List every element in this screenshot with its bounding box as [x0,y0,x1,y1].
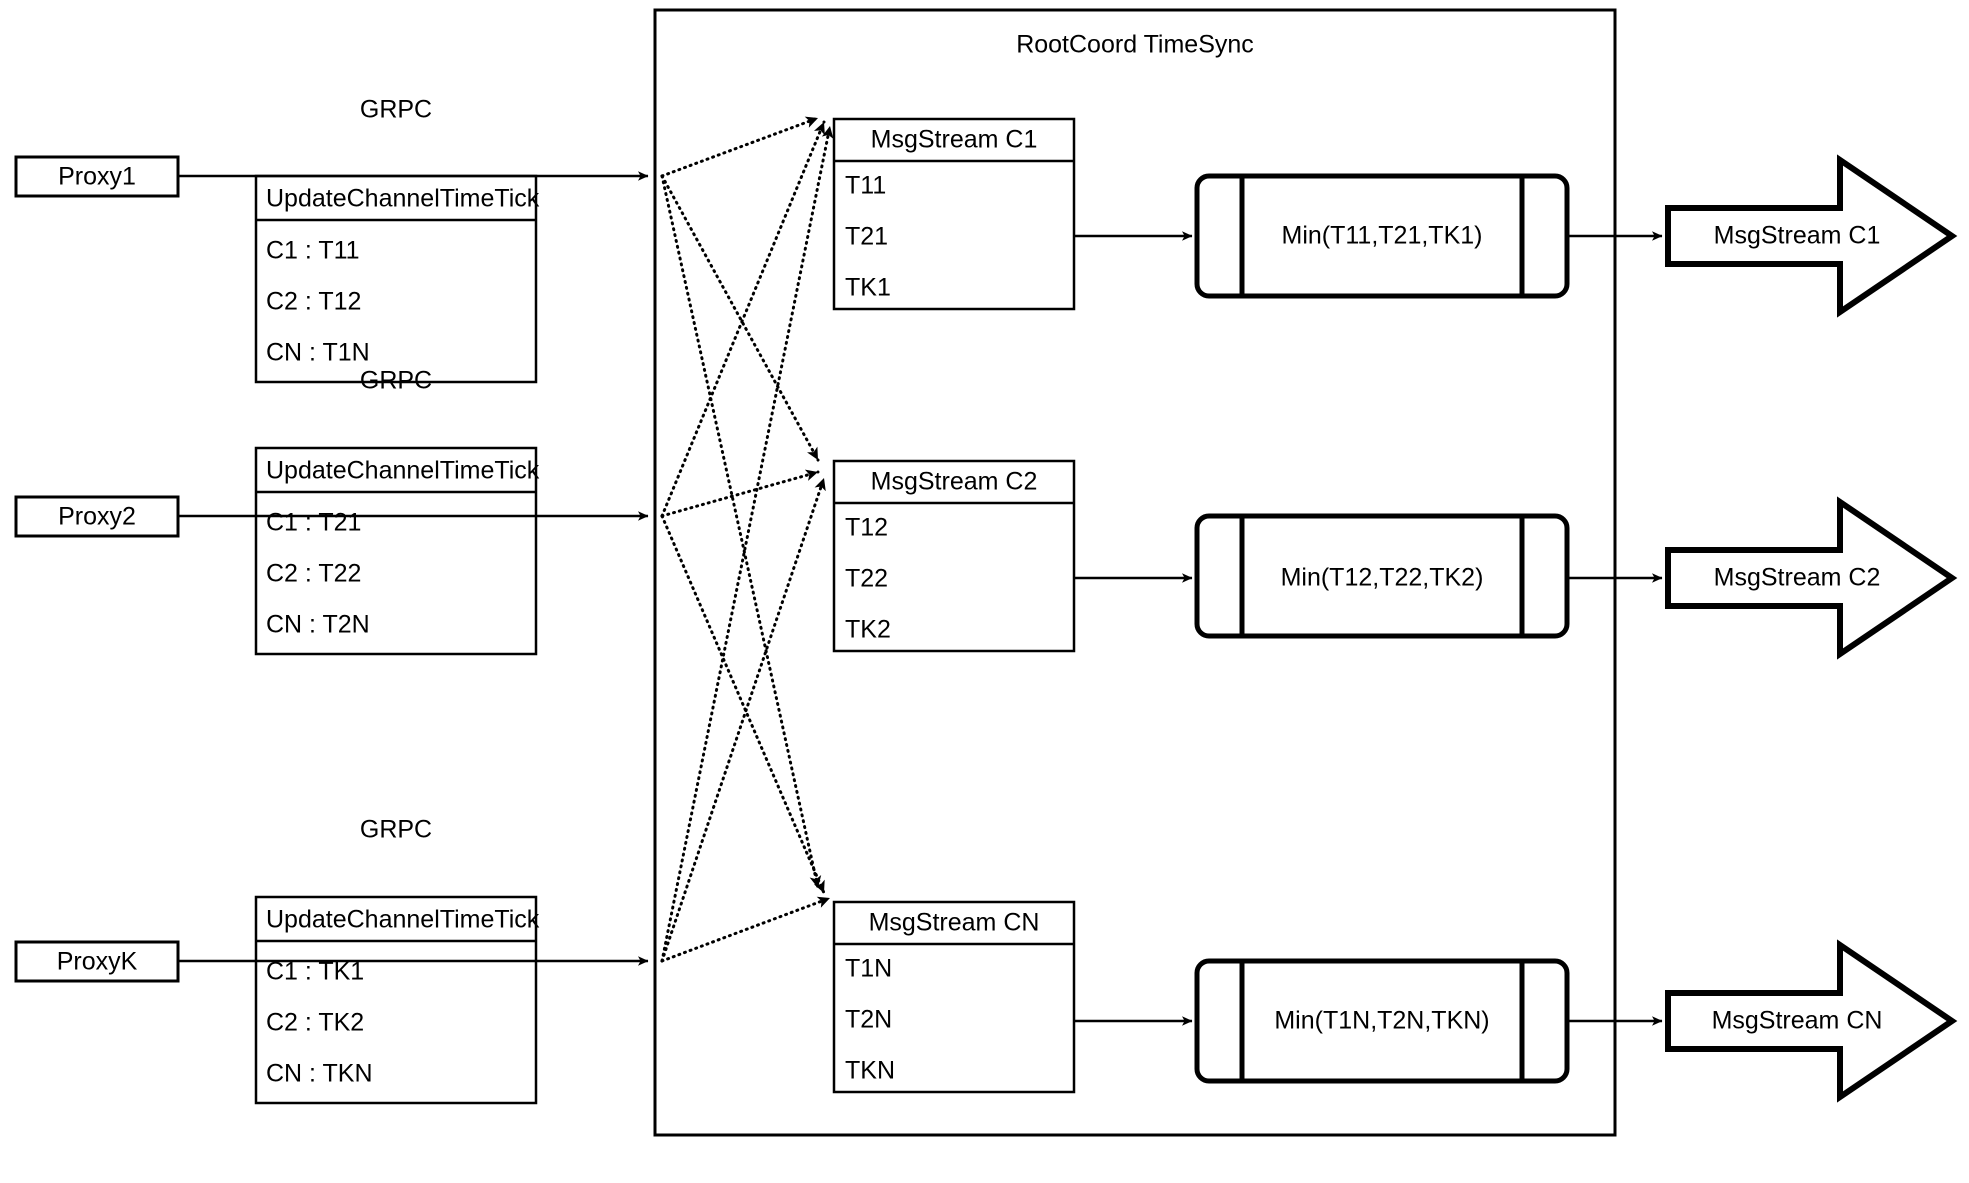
msgstream-item-2-1: T22 [845,564,889,593]
grpc-label-1: GRPC [359,95,433,124]
grpc-label-3: GRPC [359,815,433,844]
request-row-1-2: CN : T1N [266,338,370,367]
fanout-p2-cn [660,514,826,895]
request-row-2-1: C2 : T22 [266,559,362,588]
rootcoord-title: RootCoord TimeSync [1016,30,1254,59]
min-label-3: Min(T1N,T2N,TKN) [1274,1006,1490,1035]
min-label-2: Min(T12,T22,TK2) [1280,563,1484,592]
timetick-fanout-lines [660,116,834,963]
proxy-label-3: ProxyK [56,947,138,976]
min-label-1: Min(T11,T21,TK1) [1281,221,1483,250]
fanout-p3-c1 [660,124,834,963]
msgstream-item-3-1: T2N [845,1005,893,1034]
fanout-p1-cn [660,174,822,890]
msgstream-title-2: MsgStream C2 [870,467,1038,496]
fanout-p2-c2 [660,469,820,518]
fanout-p1-c1 [660,116,820,178]
msgstream-title-1: MsgStream C1 [870,125,1038,154]
fanout-p3-c2 [660,476,826,963]
request-row-2-2: CN : T2N [266,610,370,639]
msgstream-item-3-0: T1N [845,954,893,983]
grpc-label-2: GRPC [359,366,433,395]
output-label-1: MsgStream C1 [1713,221,1881,250]
proxy-label-1: Proxy1 [58,162,136,191]
request-header-2: UpdateChannelTimeTick [266,456,540,485]
msgstream-item-3-2: TKN [845,1056,895,1085]
fanout-p1-c2 [660,174,820,462]
request-row-1-0: C1 : T11 [266,236,360,265]
msgstream-item-2-0: T12 [845,513,889,542]
proxy-label-2: Proxy2 [58,502,136,531]
fanout-p3-cn [660,896,832,963]
request-row-1-1: C2 : T12 [266,287,362,316]
request-header-1: UpdateChannelTimeTick [266,184,540,213]
request-row-3-2: CN : TKN [266,1059,373,1088]
msgstream-item-2-2: TK2 [845,615,891,644]
request-row-3-1: C2 : TK2 [266,1008,365,1037]
request-row-2-0: C1 : T21 [266,508,362,537]
output-label-2: MsgStream C2 [1713,563,1881,592]
fanout-p2-c1 [660,120,826,518]
msgstream-item-1-1: T21 [845,222,889,251]
msgstream-item-1-2: TK1 [845,273,891,302]
output-label-3: MsgStream CN [1711,1006,1883,1035]
request-header-3: UpdateChannelTimeTick [266,905,540,934]
msgstream-item-1-0: T11 [845,171,887,200]
request-row-3-0: C1 : TK1 [266,957,365,986]
msgstream-title-3: MsgStream CN [868,908,1040,937]
